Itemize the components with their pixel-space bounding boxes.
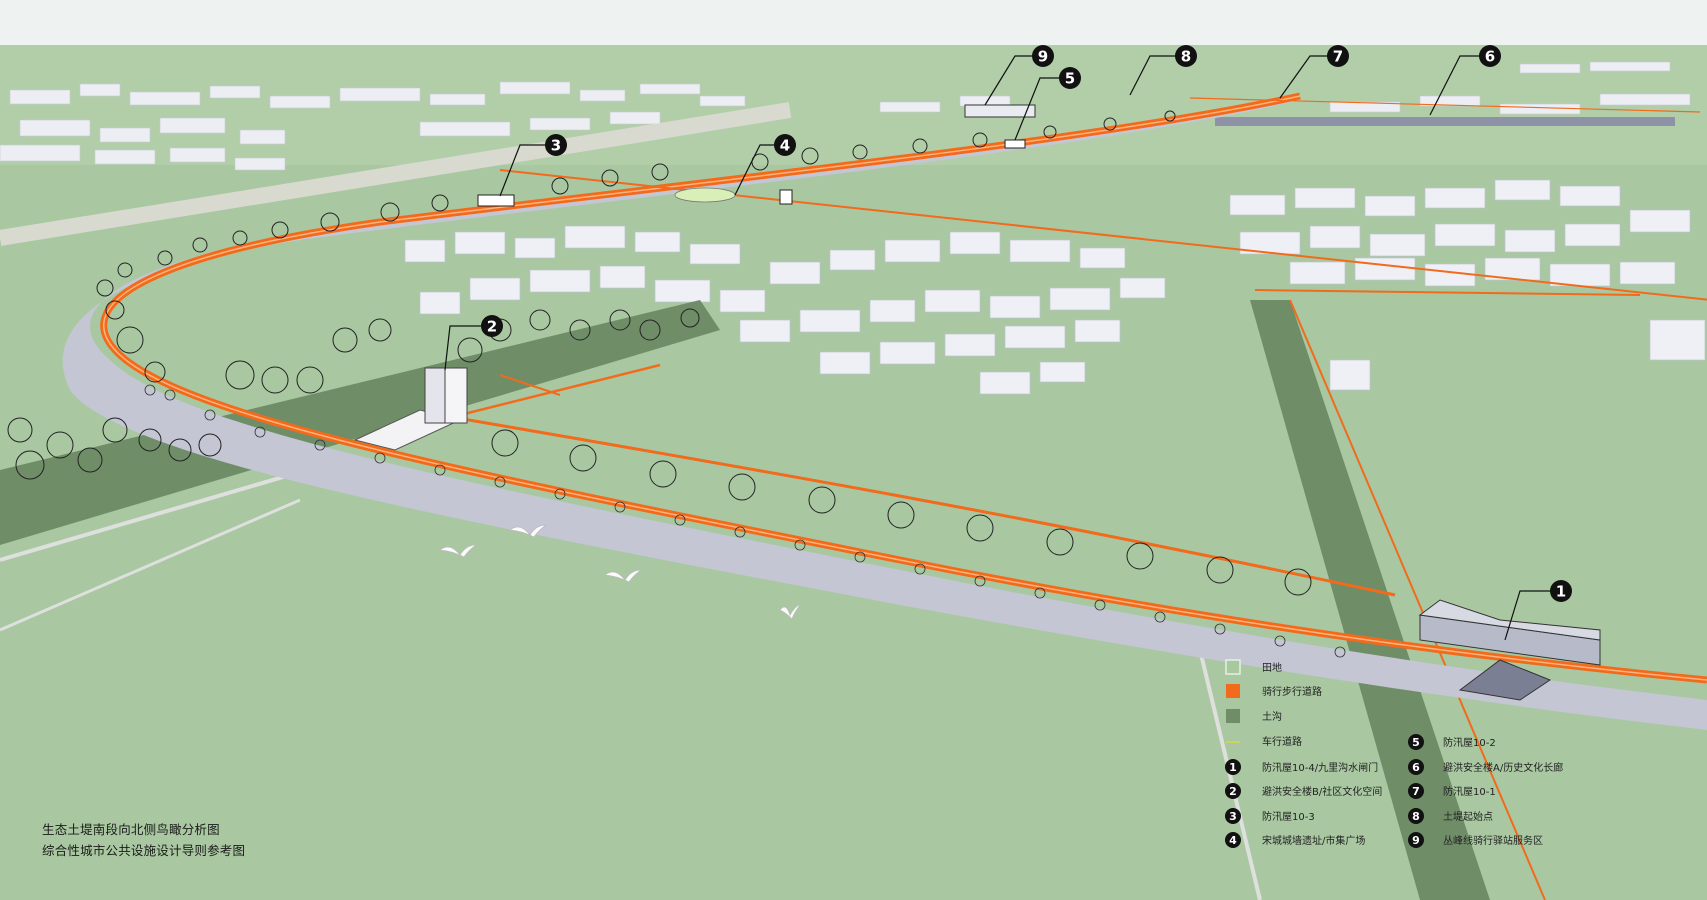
sky-haze xyxy=(0,0,1707,45)
svg-text:避洪安全楼A/历史文化长廊: 避洪安全楼A/历史文化长廊 xyxy=(1443,761,1563,774)
svg-text:4: 4 xyxy=(1229,834,1237,847)
facility-1-flood-gate xyxy=(1418,599,1601,701)
village-buildings xyxy=(404,179,1706,395)
marker-4: 4 xyxy=(774,134,796,156)
facility-2-safety-tower xyxy=(353,367,468,451)
caption-title: 生态土堤南段向北侧鸟瞰分析图 xyxy=(42,822,220,837)
legend-label-ditch: 土沟 xyxy=(1262,710,1282,723)
marker-7: 7 xyxy=(1327,45,1349,67)
legend-label-path: 骑行步行道路 xyxy=(1262,685,1322,698)
svg-text:3: 3 xyxy=(551,137,561,155)
svg-text:9: 9 xyxy=(1038,48,1048,66)
svg-text:9: 9 xyxy=(1412,834,1420,847)
marker-5: 5 xyxy=(1059,67,1081,89)
svg-text:4: 4 xyxy=(780,137,790,155)
spur-path-2 xyxy=(459,363,661,417)
facility-9-service-area xyxy=(964,104,1036,118)
legend-swatch-ditch xyxy=(1226,709,1240,723)
cycling-path-center-line xyxy=(102,95,1707,681)
dike-trees xyxy=(7,110,1312,596)
history-corridor xyxy=(1215,117,1675,126)
svg-text:避洪安全楼B/社区文化空间: 避洪安全楼B/社区文化空间 xyxy=(1262,785,1382,798)
spur-path-2b xyxy=(499,374,561,396)
ditch-west xyxy=(0,300,720,545)
svg-text:丛峰线骑行驿站服务区: 丛峰线骑行驿站服务区 xyxy=(1443,834,1543,847)
legend-item-8: 8 土堤起始点 xyxy=(1408,808,1493,824)
svg-text:防汛屋10-4/九里沟水闸门: 防汛屋10-4/九里沟水闸门 xyxy=(1262,761,1378,774)
svg-text:防汛屋10-1: 防汛屋10-1 xyxy=(1443,785,1496,798)
marker-6: 6 xyxy=(1479,45,1501,67)
market-square xyxy=(674,187,736,203)
legend-item-5: 5 防汛屋10-2 xyxy=(1408,734,1496,750)
svg-text:1: 1 xyxy=(1229,761,1237,774)
legend-item-2: 2 避洪安全楼B/社区文化空间 xyxy=(1225,783,1382,799)
svg-text:6: 6 xyxy=(1485,48,1495,66)
marker-8: 8 xyxy=(1175,45,1197,67)
svg-text:防汛屋10-3: 防汛屋10-3 xyxy=(1262,810,1315,823)
marker-9: 9 xyxy=(1032,45,1054,67)
facility-4 xyxy=(779,189,793,205)
legend: 田地 骑行步行道路 土沟 车行道路 1 防汛屋10-4/九里沟水闸门 2 避洪安全楼… xyxy=(1225,659,1563,848)
legend-item-6: 6 避洪安全楼A/历史文化长廊 xyxy=(1408,759,1563,775)
diagonal-road xyxy=(0,102,792,246)
dike-small-trees xyxy=(144,384,1346,658)
caption-subtitle: 综合性城市公共设施设计导则参考图 xyxy=(42,843,246,858)
svg-text:8: 8 xyxy=(1412,810,1420,823)
legend-label-road: 车行道路 xyxy=(1262,735,1302,748)
marker-3: 3 xyxy=(545,134,567,156)
distant-town-buildings xyxy=(0,61,1691,171)
facility-5 xyxy=(1004,139,1026,149)
svg-text:宋城城墙遗址/市集广场: 宋城城墙遗址/市集广场 xyxy=(1262,834,1365,847)
svg-text:1: 1 xyxy=(1556,583,1566,601)
legend-item-1: 1 防汛屋10-4/九里沟水闸门 xyxy=(1225,759,1378,775)
bird-icons xyxy=(438,524,801,620)
ditch-east xyxy=(1250,300,1490,900)
svg-text:7: 7 xyxy=(1333,48,1343,66)
legend-swatch-field xyxy=(1225,659,1241,675)
svg-text:3: 3 xyxy=(1229,810,1237,823)
legend-label-field: 田地 xyxy=(1262,661,1282,674)
legend-item-3: 3 防汛屋10-3 xyxy=(1225,808,1315,824)
facility-3 xyxy=(477,194,515,207)
side-path-ditch xyxy=(1289,299,1546,900)
svg-text:8: 8 xyxy=(1181,48,1191,66)
field-road-2 xyxy=(0,498,301,632)
legend-item-4: 4 宋城城墙遗址/市集广场 xyxy=(1225,832,1365,848)
marker-2: 2 xyxy=(481,315,503,337)
svg-text:2: 2 xyxy=(487,318,497,336)
svg-text:7: 7 xyxy=(1412,785,1420,798)
svg-text:6: 6 xyxy=(1412,761,1420,774)
marker-1: 1 xyxy=(1550,580,1572,602)
svg-text:2: 2 xyxy=(1229,785,1237,798)
svg-text:5: 5 xyxy=(1065,70,1075,88)
svg-text:土堤起始点: 土堤起始点 xyxy=(1443,810,1493,823)
svg-text:5: 5 xyxy=(1412,736,1420,749)
north-path xyxy=(1189,97,1701,113)
svg-text:防汛屋10-2: 防汛屋10-2 xyxy=(1443,736,1496,749)
legend-item-7: 7 防汛屋10-1 xyxy=(1408,783,1496,799)
legend-swatch-path xyxy=(1226,684,1240,698)
legend-item-9: 9 丛峰线骑行驿站服务区 xyxy=(1408,832,1543,848)
side-path-east xyxy=(1254,289,1641,296)
